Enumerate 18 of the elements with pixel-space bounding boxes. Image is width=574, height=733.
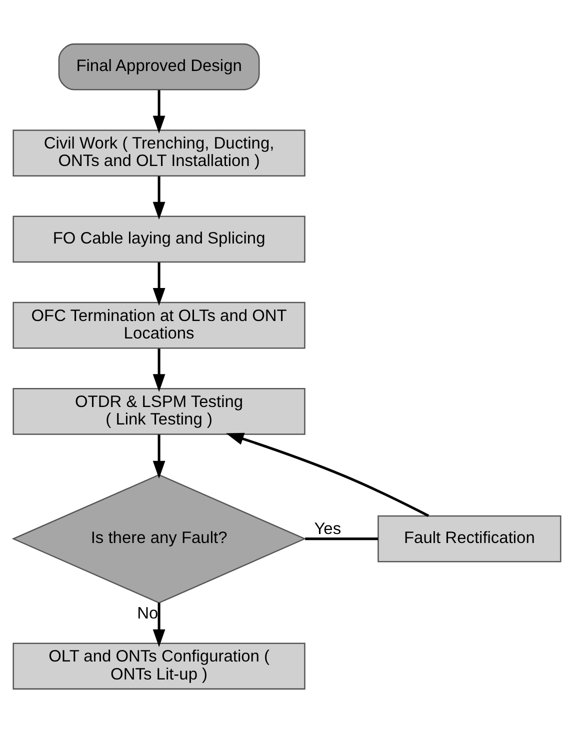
arrow — [152, 602, 166, 648]
node-diamond: Is there any Fault? — [12, 474, 306, 604]
node-box: Civil Work ( Trenching, Ducting, ONTs and OLT Installation ) — [12, 130, 306, 176]
arrow — [226, 432, 430, 517]
edge-label: No — [137, 604, 158, 623]
node-box: OLT and ONTs Configuration ( ONTs Lit-up ) — [12, 642, 306, 690]
arrow — [152, 262, 166, 306]
connector — [305, 538, 378, 540]
node-box: Fault Rectification — [378, 515, 562, 562]
arrow — [152, 434, 166, 479]
node-box: FO Cable laying and Splicing — [12, 216, 306, 263]
node-box: OTDR & LSPM Testing ( Link Testing ) — [12, 388, 306, 435]
arrow — [152, 90, 166, 134]
arrow — [152, 176, 166, 220]
edge-label: Yes — [314, 520, 342, 538]
node-box: OFC Termination at OLTs and ONT Locations — [12, 302, 306, 349]
node-box: Final Approved Design — [58, 43, 260, 90]
arrow — [152, 348, 166, 392]
